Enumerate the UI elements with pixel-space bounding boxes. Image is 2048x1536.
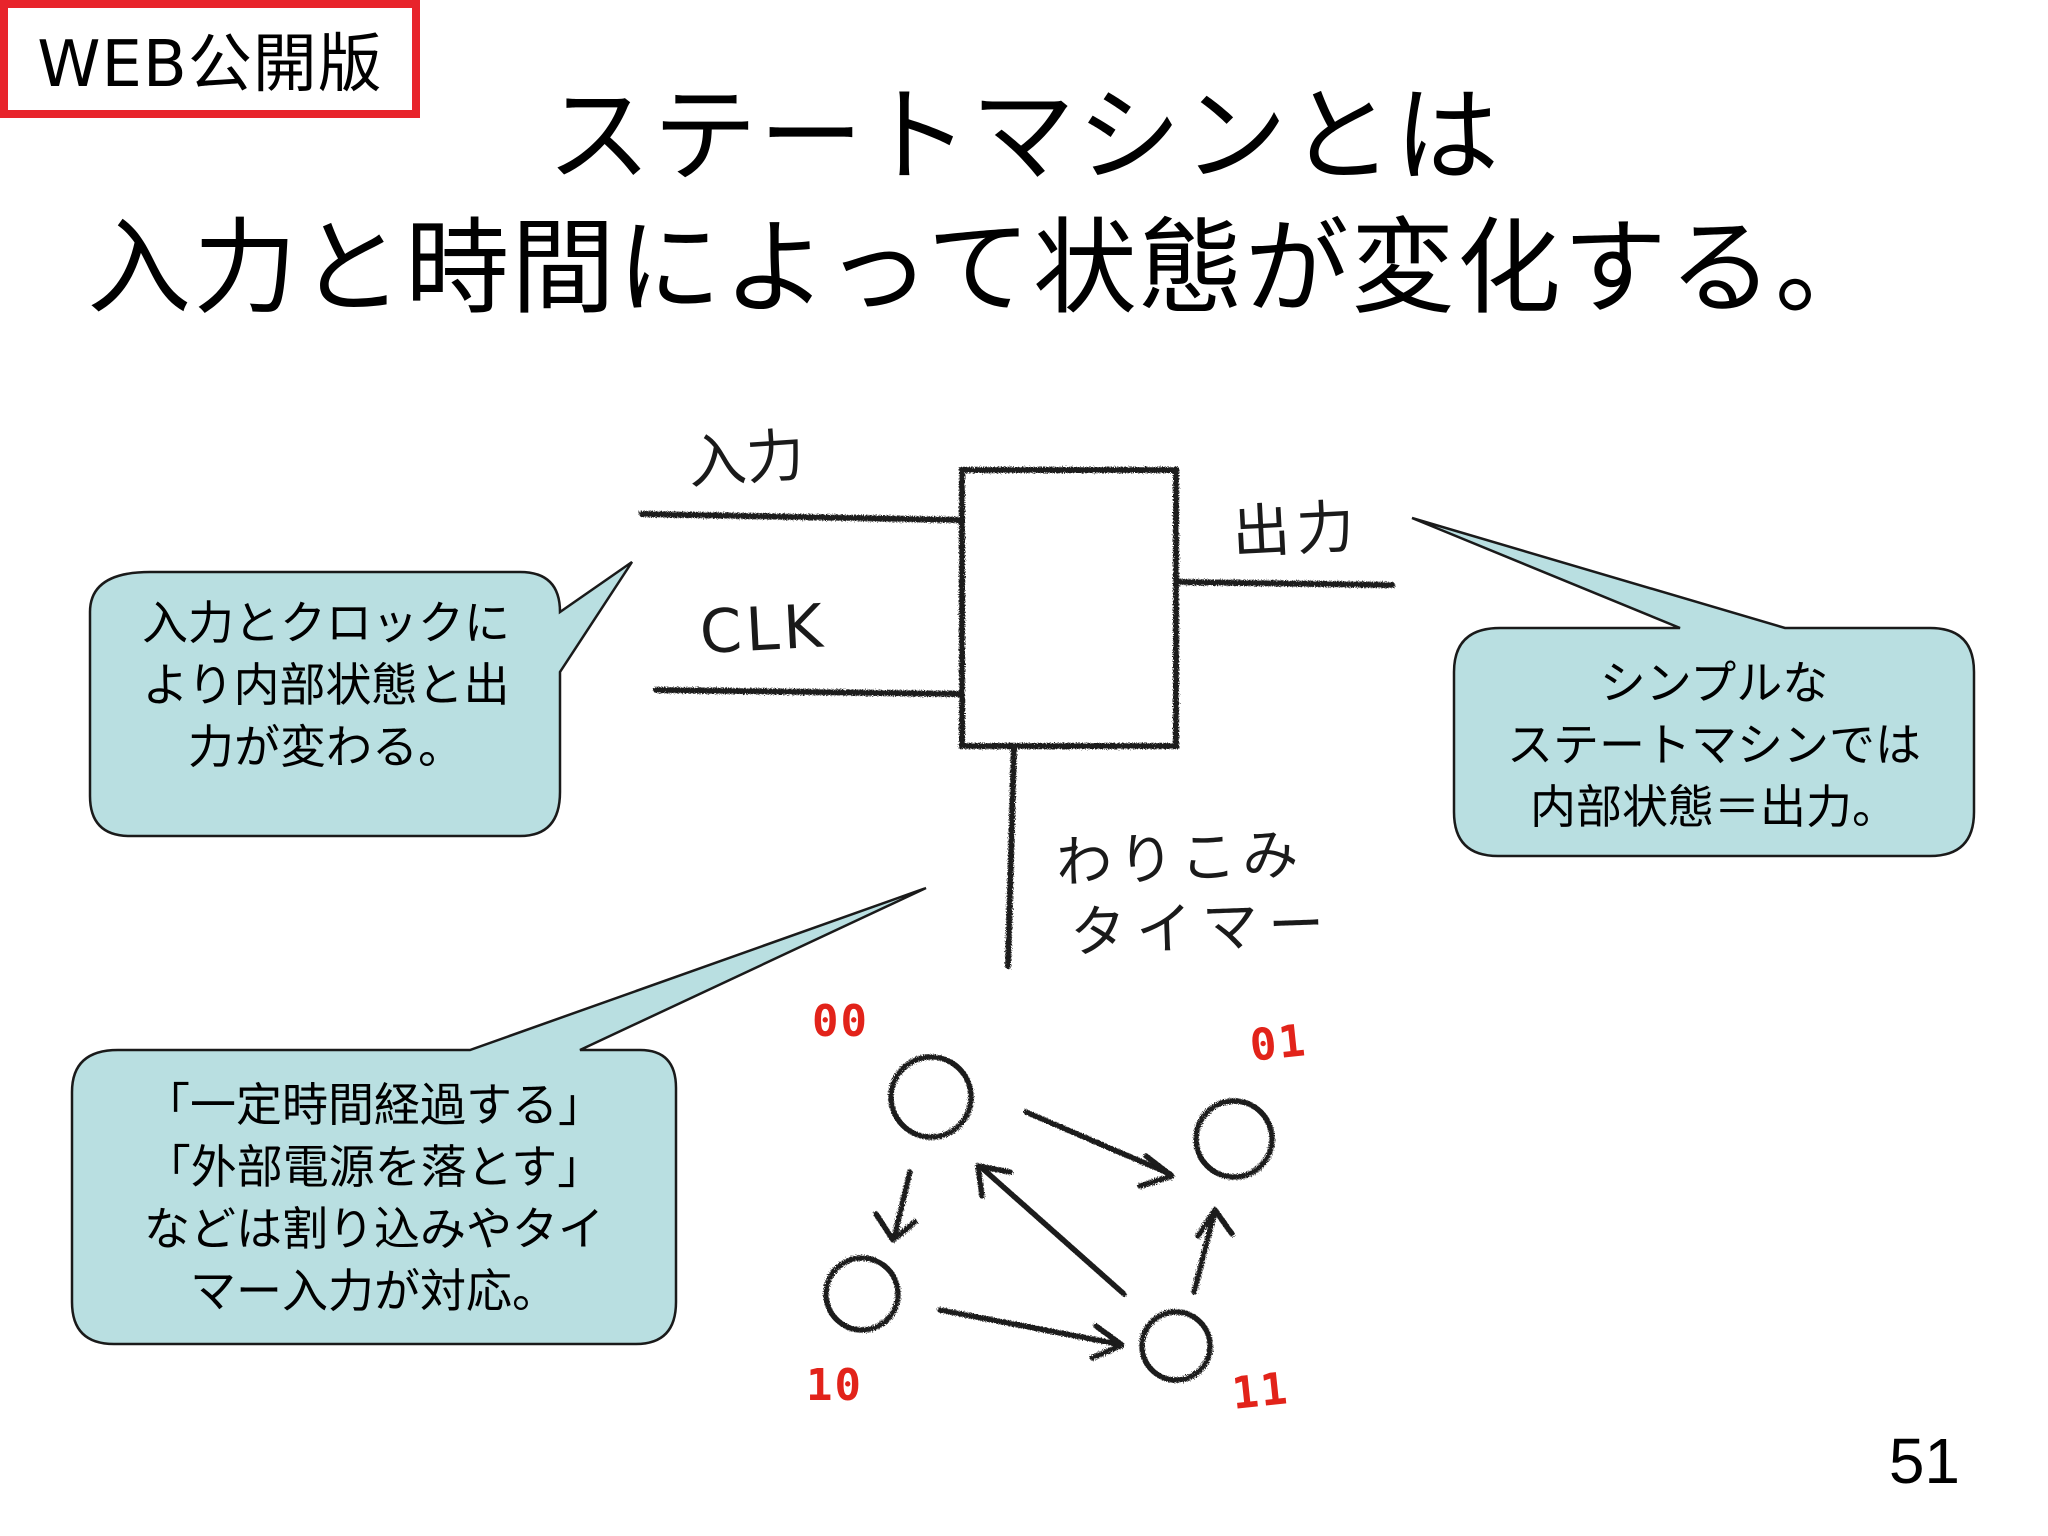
callout-left-top: 入力とクロックに より内部状態と出 力が変わる。 (116, 592, 536, 778)
callout-left-bottom-line: などは割り込みやタイ (144, 1202, 604, 1256)
web-version-badge: WEB公開版 (0, 0, 420, 118)
slide-title-line1: ステートマシンとは (546, 75, 1501, 197)
callout-right-line: シンプルな (1599, 656, 1829, 710)
callout-left-bottom-line: マー入力が対応。 (190, 1264, 558, 1318)
input-label: 入力 (685, 420, 807, 497)
callout-right-line: 内部状態＝出力。 (1530, 780, 1898, 834)
page-number: 51 (1888, 1425, 1960, 1497)
callout-left-bottom-bubble (70, 886, 927, 1346)
callout-left-bottom: 「一定時間経過する」 「外部電源を落とす」 などは割り込みやタイ マー入力が対応… (86, 1074, 662, 1322)
callout-left-bottom-line: 「一定時間経過する」 (144, 1078, 604, 1132)
interrupt-wire (1005, 743, 1017, 969)
arrow-11-to-00 (975, 1163, 1127, 1297)
clk-label: CLK (698, 591, 829, 668)
callout-right: シンプルな ステートマシンでは 内部状態＝出力。 (1470, 652, 1958, 838)
callout-right-bubble (1411, 516, 1976, 858)
callout-left-bottom-line: 「外部電源を落とす」 (144, 1140, 604, 1194)
state-01-circle (1193, 1098, 1275, 1180)
state-11-circle (1139, 1309, 1213, 1383)
arrow-00-to-01 (1023, 1109, 1175, 1189)
interrupt-label-line2: タイマー (1069, 891, 1336, 966)
state-10-circle (823, 1255, 901, 1333)
web-version-badge-label: WEB公開版 (37, 28, 383, 102)
callout-left-top-line: 力が変わる。 (188, 720, 464, 774)
arrow-10-to-11 (937, 1307, 1125, 1361)
callout-left-top-line: 入力とクロックに (142, 596, 510, 650)
logic-block-box (959, 467, 1179, 749)
arrow-00-to-10 (873, 1169, 918, 1243)
callout-right-line: ステートマシンでは (1507, 718, 1921, 772)
callout-left-top-line: より内部状態と出 (142, 658, 510, 712)
output-label: 出力 (1230, 492, 1362, 567)
slide-title-line2: 入力と時間によって状態が変化する。 (87, 207, 1881, 329)
slide-title: ステートマシンとは 入力と時間によって状態が変化する。 (0, 70, 2048, 334)
clk-wire (653, 687, 965, 697)
output-wire (1173, 579, 1395, 588)
state-11-label: 11 (1229, 1363, 1292, 1420)
state-10-label: 10 (806, 1360, 863, 1411)
arrow-11-to-01 (1191, 1207, 1235, 1295)
state-01-label: 01 (1247, 1015, 1310, 1072)
state-00-label: 00 (812, 996, 869, 1047)
state-00-circle (888, 1054, 974, 1140)
callout-left-top-bubble (88, 560, 634, 838)
input-wire (639, 511, 965, 523)
